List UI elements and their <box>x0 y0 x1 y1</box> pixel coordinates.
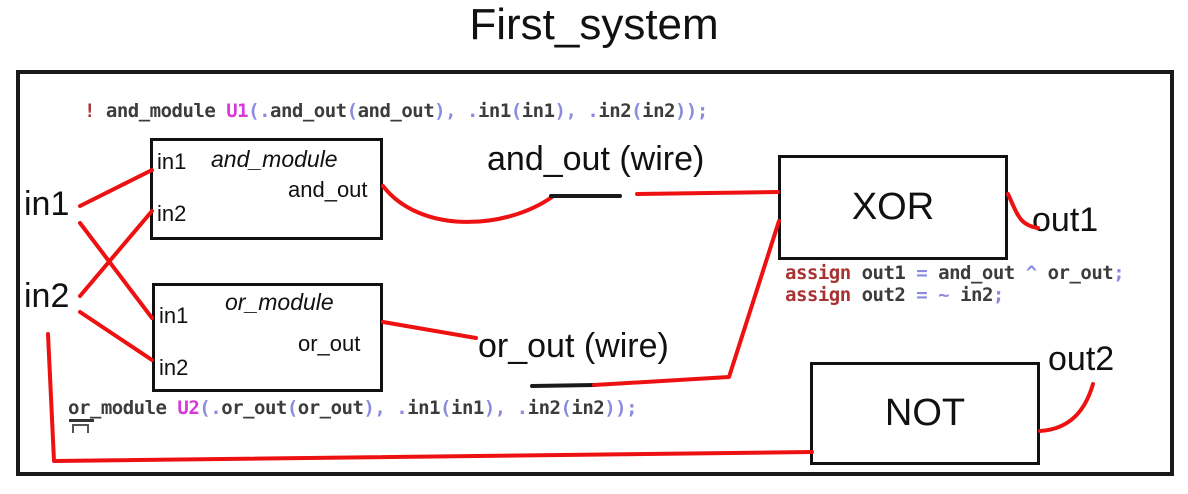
code-token: . <box>210 397 222 419</box>
code-token: in2 <box>960 284 993 306</box>
output-label-out2: out2 <box>1048 340 1115 378</box>
code-token: in2 <box>527 397 561 419</box>
code-token: ^ <box>1025 262 1048 284</box>
and-module-port-in1: in1 <box>157 149 187 174</box>
code-token: in1 <box>451 397 484 419</box>
xor-gate-box: XOR <box>778 155 1008 260</box>
code-token: ; <box>696 100 708 122</box>
code-token: . <box>396 397 408 419</box>
code-token: in2 <box>571 397 605 419</box>
input-label-in1: in1 <box>24 185 70 223</box>
code-token: = <box>916 284 939 306</box>
code-token: ) <box>554 100 566 122</box>
code-token: ! <box>84 100 106 122</box>
code-token: in1 <box>521 100 555 122</box>
or-module-box: in1 or_module or_out in2 <box>152 283 383 392</box>
or-module-title: or_module <box>225 289 334 315</box>
code-token: ( <box>510 100 522 122</box>
code-token: , <box>565 100 588 122</box>
code-cursor-mark <box>72 424 89 433</box>
not-gate-label: NOT <box>884 392 966 434</box>
code-token: , <box>374 397 397 419</box>
code-token: out2 <box>861 284 917 306</box>
code-token: in2 <box>598 100 632 122</box>
code-token: assign <box>785 262 862 284</box>
code-token: ; <box>992 284 1004 306</box>
code-line-u2-instantiation: or_module U2(.or_out(or_out), .in1(in1),… <box>68 397 638 419</box>
system-boundary-box <box>16 70 1174 476</box>
code-token: ( <box>199 397 211 419</box>
code-token: in1 <box>477 100 511 122</box>
or-module-port-or-out: or_out <box>298 331 361 356</box>
or-module-port-in1: in1 <box>159 303 189 328</box>
code-token: ~ <box>938 284 961 306</box>
wire-label-or-out: or_out (wire) <box>478 327 669 365</box>
code-token: ; <box>1113 262 1125 284</box>
code-token: , <box>445 100 467 122</box>
and-module-title: and_module <box>211 146 338 172</box>
code-token: ( <box>346 100 358 122</box>
code-token: assign <box>785 284 862 306</box>
code-token: )) <box>604 397 627 419</box>
code-token: . <box>259 100 271 122</box>
and-module-port-in2: in2 <box>157 201 187 226</box>
code-token: or_out <box>1047 262 1114 284</box>
code-token: ) <box>363 397 375 419</box>
code-token: = <box>916 262 939 284</box>
xor-gate-label: XOR <box>851 186 935 228</box>
code-token: ( <box>440 397 451 419</box>
code-token: out1 <box>861 262 917 284</box>
code-token: . <box>516 397 528 419</box>
output-label-out1: out1 <box>1032 201 1099 239</box>
code-token: ( <box>560 397 572 419</box>
code-token: ( <box>248 100 260 122</box>
code-token: ) <box>483 397 495 419</box>
not-gate-box: NOT <box>810 362 1040 465</box>
code-token: or_out <box>297 397 364 419</box>
wire-label-and-out: and_out (wire) <box>487 140 705 178</box>
code-token: ( <box>631 100 643 122</box>
and-module-port-and-out: and_out <box>288 177 368 202</box>
code-token: , <box>494 397 517 419</box>
code-token: )) <box>674 100 697 122</box>
code-token: . <box>587 100 599 122</box>
code-token: and_module <box>105 100 227 122</box>
or-module-port-in2: in2 <box>159 355 189 380</box>
code-token: in1 <box>407 397 441 419</box>
code-line-assign-out1: assign out1 = and_out ^ or_out; <box>785 262 1125 284</box>
page-title: First_system <box>469 0 719 49</box>
code-token: . <box>466 100 478 122</box>
code-line-u1-instantiation: ! and_module U1(.and_out(and_out), .in1(… <box>84 100 708 122</box>
input-label-in2: in2 <box>24 277 70 315</box>
code-token: ; <box>626 397 638 419</box>
code-token: ( <box>286 397 298 419</box>
code-token: ) <box>434 100 446 122</box>
code-token: U1 <box>226 100 249 122</box>
code-token: and_out <box>357 100 435 122</box>
code-line-assign-out2: assign out2 = ~ in2; <box>785 284 1004 306</box>
code-token: or_out <box>221 397 287 419</box>
code-underline-mark <box>69 419 94 422</box>
code-token: U2 <box>177 397 200 419</box>
and-module-box: in1 and_module and_out in2 <box>150 138 383 240</box>
code-token: or_module <box>68 397 178 419</box>
code-token: and_out <box>938 262 1026 284</box>
code-token: in2 <box>642 100 675 122</box>
code-token: and_out <box>270 100 347 122</box>
